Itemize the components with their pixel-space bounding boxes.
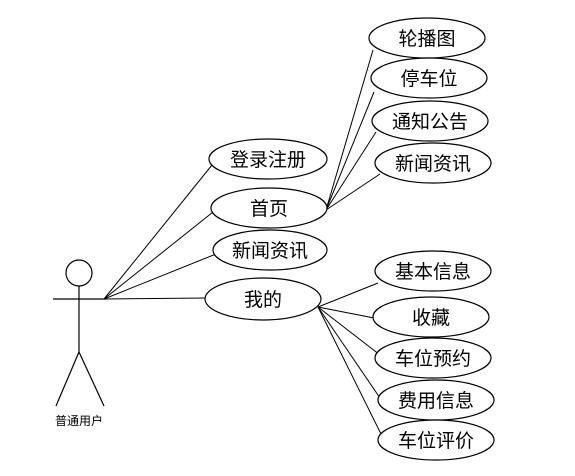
edge-home-carousel: [325, 49, 374, 211]
actor-stick-figure: [53, 259, 106, 407]
edge-mine-basic-info: [317, 282, 379, 308]
use-case-mine-label: 我的: [244, 289, 282, 311]
actor-head: [65, 259, 93, 287]
use-case-parking: 停车位: [370, 57, 488, 99]
use-case-carousel: 轮播图: [368, 17, 486, 59]
associations: [103, 49, 385, 441]
edge-mine-fee-info: [317, 306, 381, 399]
edge-actor-home: [103, 211, 214, 300]
use-case-fee-info-label: 费用信息: [398, 390, 474, 412]
use-case-notice: 通知公告: [371, 100, 489, 142]
edge-home-notice: [325, 131, 377, 211]
use-case-reservation-ellipse: [374, 337, 492, 379]
use-case-review-label: 车位评价: [398, 430, 474, 452]
use-case-carousel-label: 轮播图: [398, 28, 455, 50]
edge-actor-login: [103, 164, 213, 300]
use-case-notice-label: 通知公告: [392, 111, 468, 133]
use-case-home: 首页: [210, 187, 328, 229]
use-case-news-ellipse: [212, 229, 328, 271]
use-case-basic-info-ellipse: [374, 250, 492, 292]
edge-actor-mine: [103, 297, 207, 300]
use-case-reservation-label: 车位预约: [395, 348, 471, 370]
edge-actor-news: [103, 253, 217, 300]
edge-home-parking: [325, 91, 375, 211]
use-case-favorites-ellipse: [372, 296, 490, 338]
use-case-news-sub-label: 新闻资讯: [395, 153, 471, 175]
use-case-basic-info: 基本信息: [374, 250, 492, 292]
use-case-basic-info-label: 基本信息: [395, 261, 471, 283]
use-case-login-label: 登录注册: [230, 149, 306, 171]
use-case-mine: 我的: [204, 277, 322, 321]
edge-mine-favorites: [317, 306, 375, 319]
use-case-login: 登录注册: [208, 138, 328, 180]
use-case-news-sub-ellipse: [374, 142, 492, 184]
edge-home-news-sub: [325, 173, 381, 211]
use-case-review-ellipse: [377, 419, 495, 461]
edge-mine-review: [317, 306, 385, 441]
use-case-parking-ellipse: [370, 57, 488, 99]
use-case-review: 车位评价: [377, 419, 495, 461]
actor-left-leg: [55, 351, 80, 407]
use-case-fee-info: 费用信息: [377, 379, 495, 421]
use-case-reservation: 车位预约: [374, 337, 492, 379]
use-case-favorites-label: 收藏: [412, 307, 450, 329]
actor-right-leg: [78, 351, 105, 407]
use-case-mine-ellipse: [204, 277, 322, 321]
use-case-news-sub: 新闻资讯: [374, 142, 492, 184]
use-case-news-label: 新闻资讯: [232, 240, 308, 262]
use-case-login-ellipse: [208, 138, 328, 180]
use-case-parking-label: 停车位: [400, 68, 457, 90]
use-case-news: 新闻资讯: [212, 229, 328, 271]
use-case-home-label: 首页: [250, 198, 288, 220]
use-case-favorites: 收藏: [372, 296, 490, 338]
use-case-home-ellipse: [210, 187, 328, 229]
actor-label: 普通用户: [55, 413, 103, 428]
edge-mine-reservation: [317, 306, 381, 356]
use-case-notice-ellipse: [371, 100, 489, 142]
